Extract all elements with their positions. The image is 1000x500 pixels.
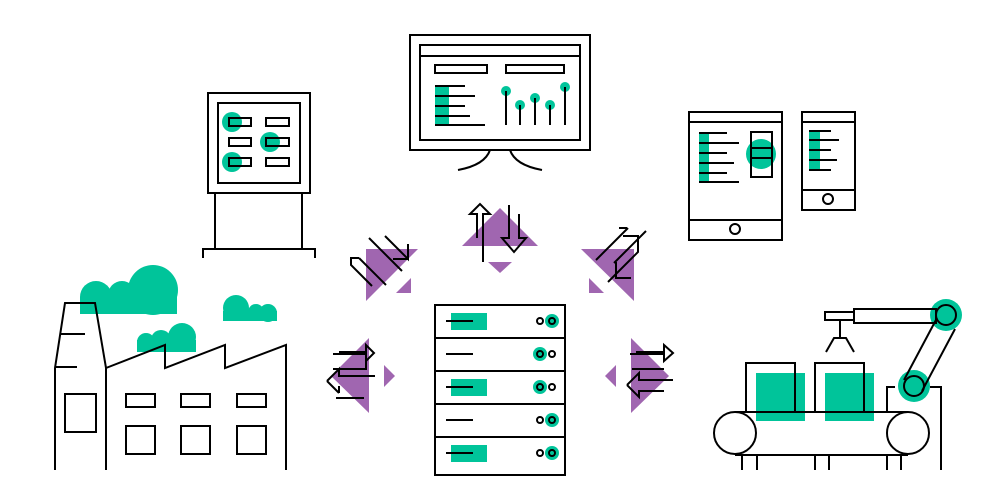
tablet-icon xyxy=(688,111,783,241)
server-rack-icon xyxy=(434,304,566,476)
arrow-strokes xyxy=(326,202,675,400)
robot-arm-icon xyxy=(745,299,962,470)
factory-icon xyxy=(54,265,287,470)
monitor-icon xyxy=(409,34,591,171)
phone-icon xyxy=(801,111,856,211)
kiosk-icon xyxy=(202,92,316,258)
conveyor-icon xyxy=(713,411,930,470)
